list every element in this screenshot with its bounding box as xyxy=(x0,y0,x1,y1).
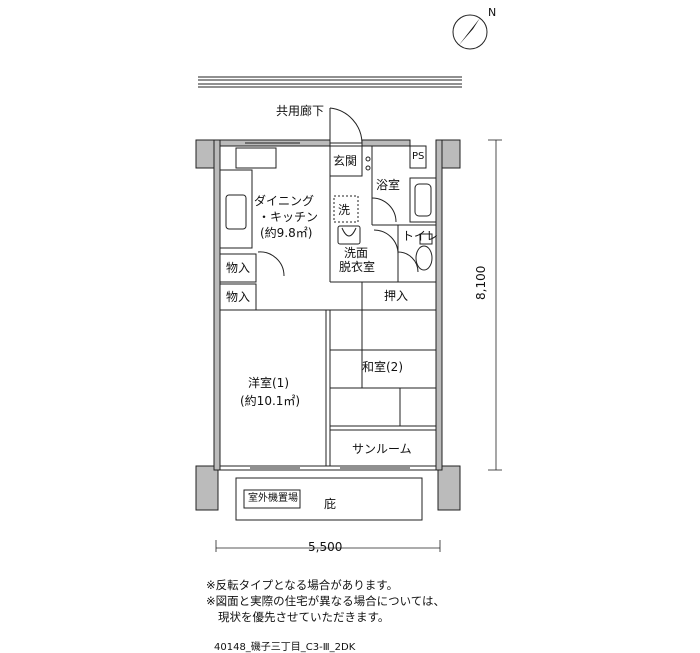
japanese-room xyxy=(325,310,436,466)
dining-kitchen-label-2: ・キッチン xyxy=(258,210,319,224)
entrance-room xyxy=(329,145,371,177)
dining-kitchen-label: ダイニング xyxy=(254,194,315,208)
western-room-label: 洋室(1) xyxy=(248,376,289,390)
balcony-windows xyxy=(220,465,436,471)
note-line-2: ※図面と実際の住宅が異なる場合については、 xyxy=(206,594,446,608)
washer-label: 洗 xyxy=(338,203,351,217)
eaves-label: 庇 xyxy=(324,497,337,511)
closet-label: 押入 xyxy=(384,289,409,303)
balcony xyxy=(235,477,423,521)
washroom-label-2: 脱衣室 xyxy=(339,260,376,274)
storage-label-2: 物入 xyxy=(226,290,251,304)
compass-icon xyxy=(452,14,488,50)
bathroom xyxy=(371,146,437,226)
toilet-room xyxy=(397,225,433,282)
corridor-label: 共用廊下 xyxy=(276,104,325,118)
washroom-label: 洗面 xyxy=(344,246,369,260)
entrance-label: 玄関 xyxy=(333,154,358,168)
width-dimension: 5,500 xyxy=(308,540,343,554)
toilet-label: トイレ xyxy=(402,229,439,243)
compass-north-label: N xyxy=(488,6,497,19)
western-room-area: (約10.1㎡) xyxy=(240,394,301,408)
note-line-1: ※反転タイプとなる場合があります。 xyxy=(206,578,399,592)
note-line-3: 現状を優先させていただきます。 xyxy=(218,610,390,624)
storage-label-1: 物入 xyxy=(226,261,251,275)
plan-code: 40148_磯子三丁目_C3-Ⅲ_2DK xyxy=(214,642,356,653)
bath-label: 浴室 xyxy=(376,178,401,192)
japanese-room-label: 和室(2) xyxy=(362,360,403,374)
sunroom-label: サンルーム xyxy=(352,442,412,456)
dimension-lines xyxy=(215,139,502,552)
entrance-door xyxy=(329,107,363,144)
ac-unit-label: 室外機置場 xyxy=(248,493,298,504)
ps-label: PS xyxy=(412,151,425,162)
kitchen-counter xyxy=(219,147,277,249)
dining-kitchen-area: (約9.8㎡) xyxy=(260,226,313,240)
pipe-space xyxy=(409,145,427,169)
corridor-lines xyxy=(198,76,462,88)
depth-dimension: 8,100 xyxy=(474,265,488,300)
